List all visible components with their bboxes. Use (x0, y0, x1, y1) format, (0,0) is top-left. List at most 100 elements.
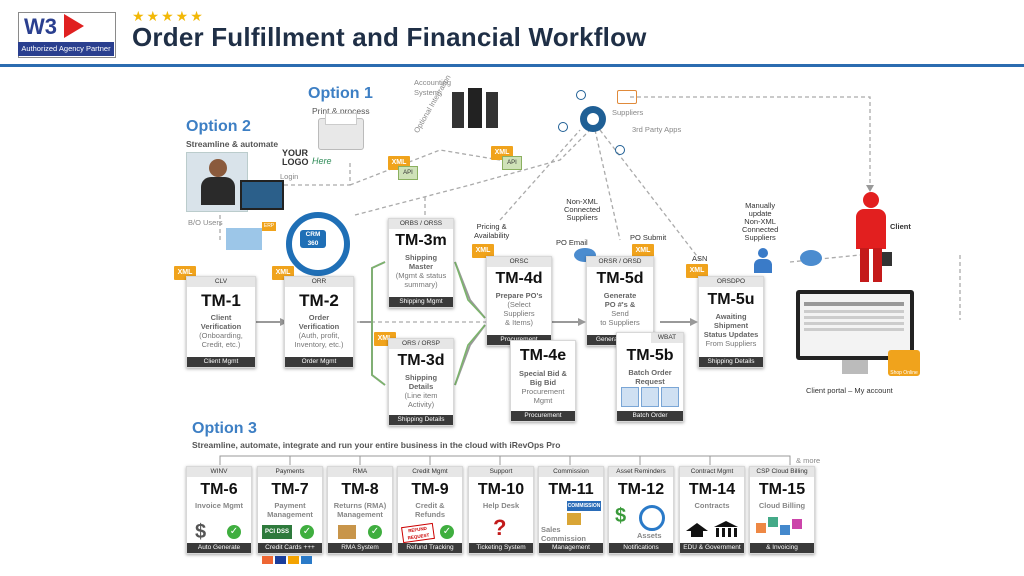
hub-node-3 (615, 145, 625, 155)
page-title: Order Fulfillment and Financial Workflow (132, 22, 647, 52)
tm9-footer: Refund Tracking (398, 543, 462, 553)
tm5u-title: TM-5u (707, 291, 755, 308)
tm10-footer: Ticketing System (469, 543, 533, 553)
check-icon-tm6: ✓ (227, 525, 241, 539)
tm14-desc: Contracts (694, 501, 730, 510)
tm11-title: TM-11 (548, 481, 594, 498)
po-submit-label: PO Submit (630, 233, 667, 242)
dashed-line-integration (349, 149, 501, 186)
check-icon-tm7: ✓ (300, 525, 314, 539)
tm10-title: TM-10 (477, 481, 525, 498)
check-icon-tm8: ✓ (368, 525, 382, 539)
pricing-label: Pricing &Availability (474, 222, 510, 240)
option2-title: Option 2 (186, 118, 251, 135)
xml-icon-asn: XML (686, 264, 708, 278)
document-icon-2 (641, 387, 659, 407)
check-icon-tm9: ✓ (440, 525, 454, 539)
commission-tag-icon: COMMISSION (567, 501, 601, 511)
logo-subtitle: Authorized Agency Partner (18, 42, 114, 56)
tm11-card[interactable]: Commission TM-11 COMMISSION Sales Commis… (538, 466, 604, 554)
dollar-green-icon: $ (615, 505, 627, 527)
tm15-card[interactable]: CSP Cloud Billing TM-15 Cloud Billing & … (749, 466, 815, 554)
tm3m-tag: ORBS / ORSS (389, 219, 453, 229)
pci-dss-badge: PCI DSS (262, 525, 292, 539)
tm8-tag: RMA (328, 467, 392, 477)
client-label: Client (890, 222, 911, 231)
truck-icon (617, 90, 637, 104)
tm8-card[interactable]: RMA TM-8 Returns (RMA) Management ✓ RMA … (327, 466, 393, 554)
tm6-title: TM-6 (200, 481, 238, 498)
monitor-icon (240, 180, 284, 210)
login-label: Login (280, 172, 299, 181)
tm7-footer: Credit Cards +++ (258, 543, 322, 553)
crm-text: CRM (305, 231, 321, 238)
tm8-title: TM-8 (341, 481, 379, 498)
erp-badge: ERP (262, 222, 276, 231)
tm7-title: TM-7 (271, 481, 309, 498)
tm9-card[interactable]: Credit Mgmt TM-9 Credit & Refunds REFUND… (397, 466, 463, 554)
dashed-line-client (630, 96, 871, 185)
tm6-card[interactable]: WINV TM-6 Invoice Mgmt $ ✓ Auto Generate (186, 466, 252, 554)
option2-subtitle: Streamline & automate (186, 139, 279, 149)
tm1-tag: CLV (187, 277, 255, 287)
tm4e-footer: Procurement (511, 411, 575, 421)
coins-icon (567, 513, 581, 525)
bo-users-label: B/O Users (188, 218, 223, 227)
crm360-text: 360 (307, 240, 319, 247)
here-text: Here (312, 156, 332, 166)
crm360-icon: CRM 360 (286, 212, 350, 276)
client-portal-monitor (796, 290, 914, 360)
tm3m-footer: Shipping Mgmt (389, 297, 453, 307)
tm10-desc: Help Desk (482, 501, 520, 510)
your-logo-text: YOUR (282, 148, 309, 158)
tm12-title: TM-12 (617, 481, 665, 498)
graduation-cap-icon (686, 521, 708, 539)
tm10-card[interactable]: Support TM-10 Help Desk ? Ticketing Syst… (468, 466, 534, 554)
tm15-desc: Cloud Billing (758, 501, 806, 510)
tm12-tag: Asset Reminders (609, 467, 673, 477)
client-portal-label: Client portal – My account (806, 386, 893, 395)
tm15-footer: & Invoicing (750, 543, 814, 553)
suppliers-label: Suppliers (612, 108, 644, 117)
arrow-tm3m-tm4d (454, 261, 486, 319)
tm7-card[interactable]: Payments TM-7 Payment Management PCI DSS… (257, 466, 323, 554)
arrow-tm3d-tm4d (454, 324, 486, 386)
po-email-label: PO Email (556, 238, 588, 247)
tm1-title: TM-1 (201, 291, 241, 310)
tm12-card[interactable]: Asset Reminders TM-12 $ Assets Notificat… (608, 466, 674, 554)
tm3d-footer: Shipping Details (389, 415, 453, 425)
box-icon (338, 525, 356, 539)
tm5u-footer: Shipping Details (699, 357, 763, 367)
client-person-icon (852, 192, 892, 284)
tm8-desc: Returns (RMA) Management (333, 501, 387, 519)
tm10-tag: Support (469, 467, 533, 477)
logo-arrow-icon (64, 14, 84, 38)
tm14-card[interactable]: Contract Mgmt TM-14 Contracts EDU & Gove… (679, 466, 745, 554)
supplier-person-icon (752, 248, 774, 274)
third-party-label: 3rd Party Apps (632, 125, 682, 134)
tm11-desc: Sales Commission (541, 525, 587, 543)
dollar-icon: $ (195, 521, 207, 543)
hub-node-2 (558, 122, 568, 132)
government-building-icon (714, 521, 738, 539)
tm14-title: TM-14 (688, 481, 736, 498)
printer-icon (318, 113, 364, 150)
dashed-line-crm-hub (354, 129, 591, 216)
tm4d-title: TM-4d (495, 270, 543, 287)
option1-subtitle: Print & process (312, 106, 370, 116)
header-bar (0, 0, 1024, 64)
tm15-tag: CSP Cloud Billing (750, 467, 814, 477)
